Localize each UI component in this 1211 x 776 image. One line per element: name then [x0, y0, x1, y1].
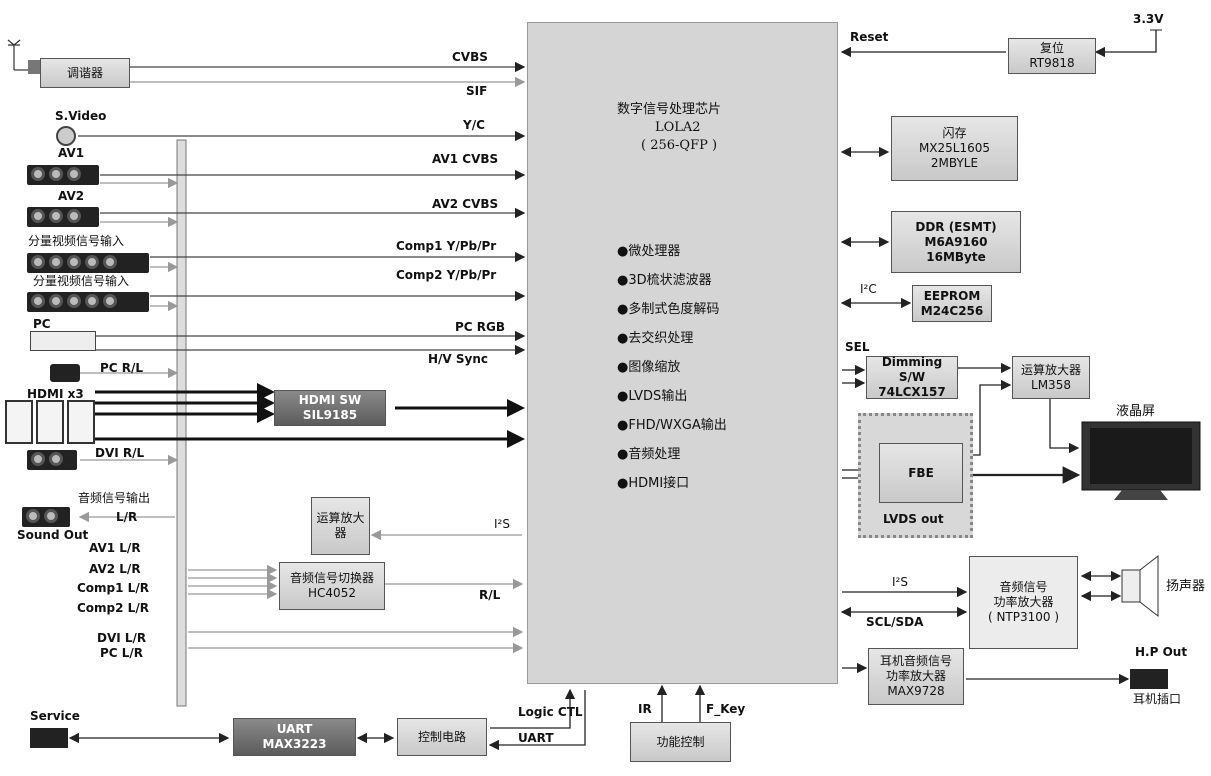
hv-sync-label: H/V Sync: [428, 352, 489, 366]
hp-out-label: H.P Out: [1135, 645, 1188, 659]
chip-model: LOLA2: [655, 120, 701, 135]
dvi-rl-label: DVI R/L: [95, 446, 145, 460]
sound-out-label: Sound Out: [17, 528, 89, 542]
i2c-label: I²C: [860, 282, 877, 296]
audio-opamp-box: 运算放大器: [311, 497, 370, 555]
comp2-label: Comp2 Y/Pb/Pr: [396, 268, 497, 282]
feature-item: ●音频处理: [617, 447, 681, 462]
service-port-icon: [30, 728, 68, 748]
component2-jacks-icon: [27, 292, 149, 312]
dvi-audio-jacks-icon: [27, 450, 77, 470]
control-circuit-box: 控制电路: [397, 718, 487, 756]
speaker-icon: [1121, 554, 1159, 618]
fkey-label: F_Key: [706, 702, 746, 716]
sif-label: SIF: [466, 84, 488, 98]
chip-title: 数字信号处理芯片: [617, 102, 722, 117]
av2-cvbs-label: AV2 CVBS: [432, 197, 499, 211]
hp-jack-label: 耳机插口: [1133, 692, 1182, 706]
headphone-jack-icon: [1130, 669, 1168, 689]
av1-label: AV1: [58, 146, 85, 160]
av2-lr-label: AV2 L/R: [89, 562, 141, 576]
feature-item: ●HDMI接口: [617, 476, 690, 491]
svideo-label: S.Video: [55, 109, 107, 123]
sel-label: SEL: [845, 340, 870, 354]
yc-label: Y/C: [463, 118, 485, 132]
reset-label: Reset: [850, 30, 889, 44]
lvds-out-label: LVDS out: [883, 512, 944, 526]
pc-rl-label: PC R/L: [100, 361, 144, 375]
lcd-tv-icon: [1081, 421, 1201, 500]
dvi-lr-audio-label: DVI L/R: [97, 631, 147, 645]
av2-jacks-icon: [27, 207, 99, 227]
hdmi-ports-icon: [5, 400, 95, 444]
chip-package: ( 256-QFP ): [641, 138, 718, 153]
pc-rgb-label: PC RGB: [455, 320, 506, 334]
feature-item: ●FHD/WXGA输出: [617, 418, 727, 433]
feature-item: ●多制式色度解码: [617, 302, 720, 317]
svideo-port-icon: [56, 126, 76, 146]
pc-lr-audio-label: PC L/R: [100, 646, 144, 660]
speaker-label: 扬声器: [1166, 579, 1206, 594]
power-amp-box: 音频信号功率放大器( NTP3100 ): [969, 556, 1078, 649]
lcd-label: 液晶屏: [1116, 404, 1156, 419]
component1-jacks-icon: [27, 253, 149, 273]
comp1-label: Comp1 Y/Pb/Pr: [396, 239, 497, 253]
logic-ctl-label: Logic CTL: [518, 705, 583, 719]
scl-sda-label: SCL/SDA: [866, 615, 924, 629]
fbe-box: FBE: [879, 443, 963, 503]
feature-item: ●微处理器: [617, 244, 681, 259]
pc-label: PC: [33, 317, 51, 331]
audio-out-lr: L/R: [116, 510, 138, 524]
service-label: Service: [30, 709, 80, 723]
component2-label: 分量视频信号输入: [33, 274, 130, 288]
feature-item: ●去交织处理: [617, 331, 694, 346]
vcc-label: 3.3V: [1133, 12, 1164, 26]
av1-lr-label: AV1 L/R: [89, 541, 141, 555]
tuner-box: 调谐器: [40, 58, 130, 88]
av1-cvbs-label: AV1 CVBS: [432, 152, 499, 166]
i2s-left-label: I²S: [494, 517, 510, 531]
hdmi-label: HDMI x3: [27, 387, 84, 401]
uart-line-label: UART: [518, 731, 554, 745]
feature-item: ●3D梳状滤波器: [617, 273, 712, 288]
main-dsp-chip: [527, 22, 838, 684]
component1-label: 分量视频信号输入: [28, 234, 125, 248]
comp1-lr-label: Comp1 L/R: [77, 581, 149, 595]
sound-out-jacks-icon: [22, 507, 70, 527]
vga-port-icon: [30, 331, 96, 351]
pc-audio-jack-icon: [50, 364, 80, 382]
av1-jacks-icon: [27, 165, 99, 185]
feature-item: ●图像缩放: [617, 360, 681, 375]
tuner-connector: [28, 60, 40, 74]
rl-label: R/L: [479, 588, 501, 602]
cvbs-label: CVBS: [452, 50, 488, 64]
function-control-box: 功能控制: [630, 722, 731, 762]
audio-out-title: 音频信号输出: [78, 491, 151, 505]
ir-label: IR: [638, 702, 652, 716]
i2s-right-label: I²S: [892, 575, 908, 589]
comp2-lr-label: Comp2 L/R: [77, 601, 149, 615]
av2-label: AV2: [58, 189, 85, 203]
feature-item: ●LVDS输出: [617, 389, 688, 404]
